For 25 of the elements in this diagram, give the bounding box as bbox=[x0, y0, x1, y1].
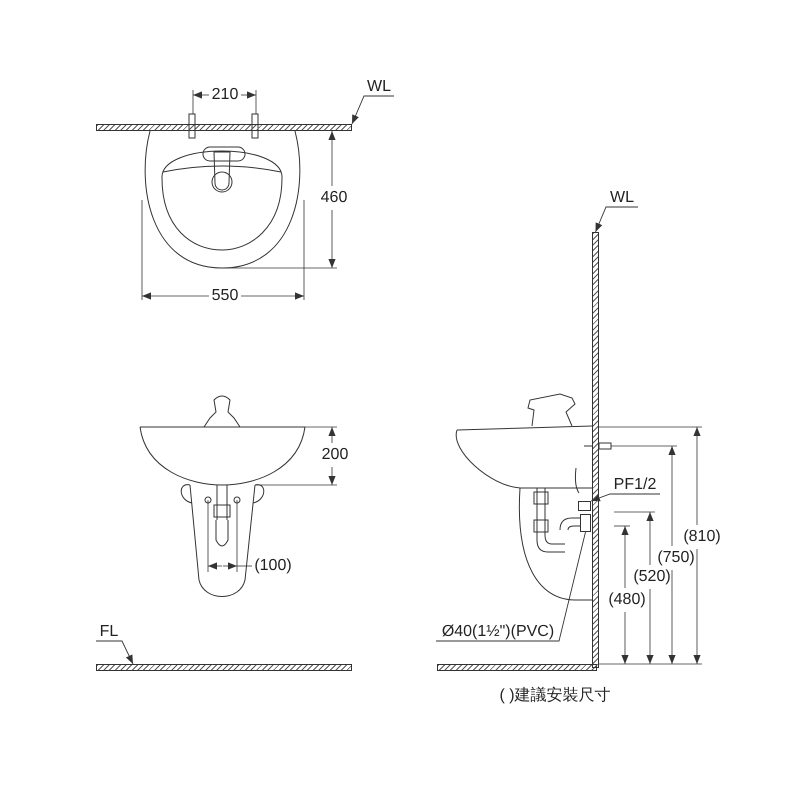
leader-label: WL bbox=[364, 77, 394, 96]
leader-label: FL bbox=[96, 622, 122, 641]
note-text: ( )建議安裝尺寸 bbox=[499, 686, 611, 706]
dimension-label: 550 bbox=[212, 286, 238, 306]
dimension-label: 200 bbox=[322, 445, 348, 465]
dimension-label: (520) bbox=[633, 567, 671, 587]
leader-line bbox=[595, 206, 638, 232]
dimension-label: 210 bbox=[212, 85, 238, 105]
pipe-fitting bbox=[580, 514, 591, 532]
dimension-label: (810) bbox=[683, 527, 721, 547]
leader-line bbox=[590, 494, 660, 502]
dimension-label: (100) bbox=[254, 556, 292, 576]
leader-label: PF1/2 bbox=[610, 474, 660, 494]
dimension-label: (750) bbox=[657, 548, 695, 568]
dimension-label: (480) bbox=[608, 590, 646, 610]
floor-slab bbox=[96, 664, 352, 671]
leader-line bbox=[352, 96, 394, 124]
pipe-fitting bbox=[578, 501, 591, 511]
leader-line bbox=[436, 532, 586, 642]
wall-section bbox=[96, 124, 352, 131]
wall-section bbox=[592, 232, 599, 668]
leader-label: WL bbox=[606, 188, 638, 207]
dimension-label: 460 bbox=[320, 188, 348, 208]
leader-label: Ø40(1½")(PVC) bbox=[436, 620, 560, 641]
leader-line bbox=[96, 640, 134, 664]
